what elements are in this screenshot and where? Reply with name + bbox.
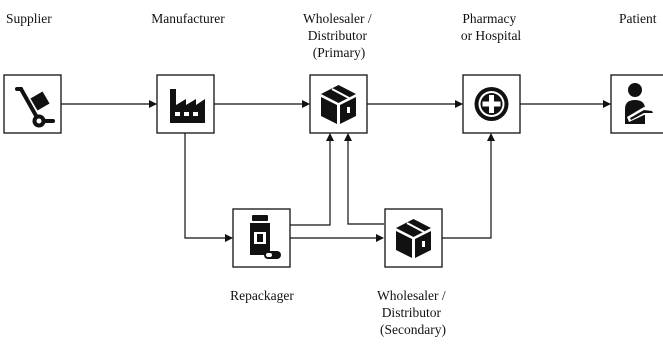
hand-truck-icon — [15, 87, 55, 128]
label-manufacturer: Manufacturer — [151, 11, 225, 26]
package-box-icon — [321, 85, 356, 124]
node-wholesaler-primary — [309, 74, 368, 134]
label-wholesaler-primary: Wholesaler / Distributor (Primary) — [303, 11, 375, 60]
node-manufacturer — [156, 74, 215, 134]
medical-cross-icon — [474, 87, 509, 121]
edges — [61, 100, 611, 242]
edge-manufacturer-repackager — [184, 133, 233, 242]
node-repackager — [232, 208, 291, 268]
label-supplier: Supplier — [6, 11, 52, 26]
node-wholesaler-secondary — [384, 208, 443, 268]
package-box-icon — [396, 219, 431, 258]
node-supplier — [3, 74, 62, 134]
label-wholesaler-secondary: Wholesaler / Distributor (Secondary) — [377, 288, 449, 337]
edge-wholesaler-secondary-pharmacy — [442, 133, 495, 239]
edge-repackager-wholesaler-primary — [290, 133, 334, 226]
pill-bottle-icon — [250, 215, 281, 259]
label-repackager: Repackager — [230, 288, 294, 303]
node-pharmacy — [462, 74, 521, 134]
patient-arm-sling-icon — [625, 83, 656, 124]
label-pharmacy: Pharmacy or Hospital — [461, 11, 522, 43]
factory-icon — [170, 89, 205, 123]
node-patient — [610, 74, 663, 134]
edge-wholesaler-secondary-wholesaler-primary — [344, 133, 384, 225]
label-patient: Patient — [619, 11, 657, 26]
